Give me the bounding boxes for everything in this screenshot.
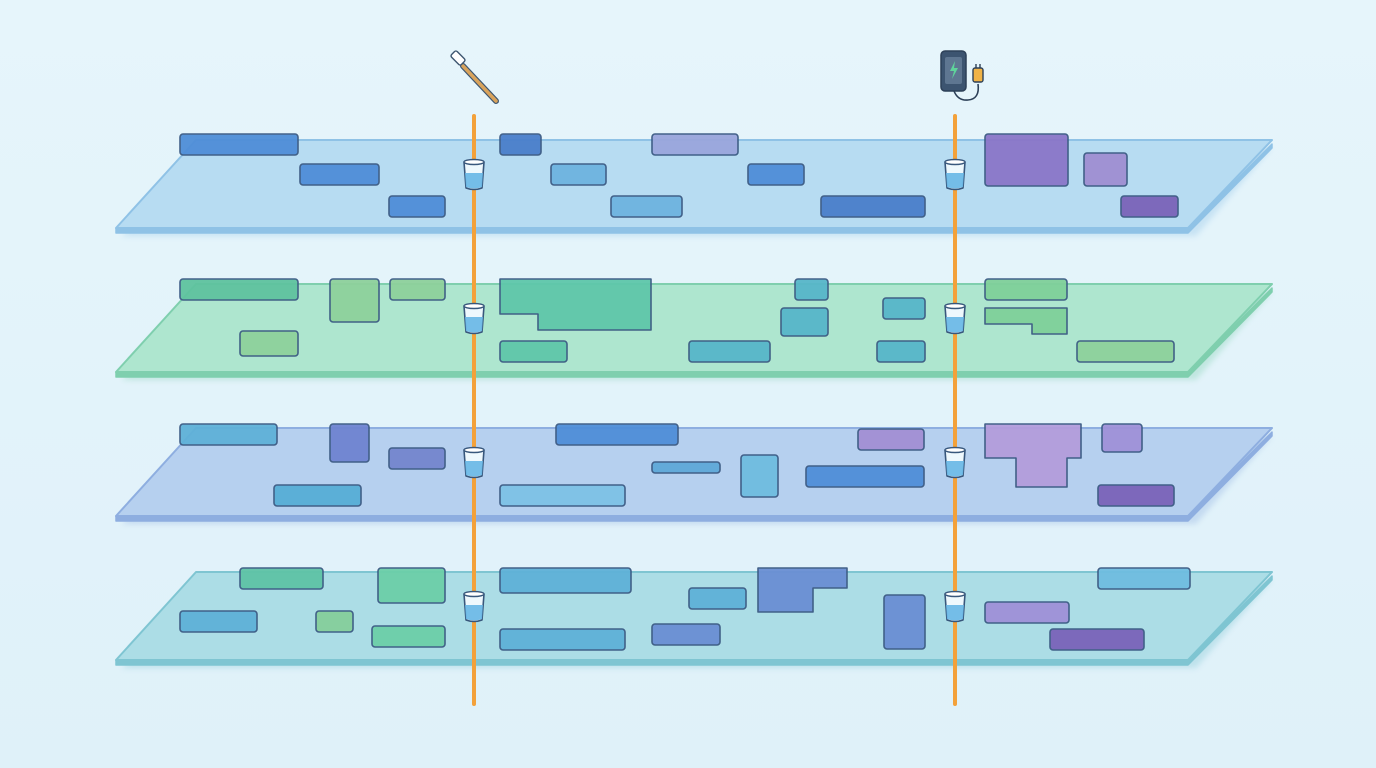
layer-block bbox=[329, 423, 370, 463]
layer-block bbox=[876, 340, 926, 363]
layer-block bbox=[371, 625, 446, 648]
layer-block bbox=[780, 307, 829, 337]
layer-block bbox=[651, 461, 721, 474]
layer-1 bbox=[115, 133, 1273, 236]
layer-block bbox=[329, 278, 380, 323]
layer-block bbox=[273, 484, 362, 507]
layer-block bbox=[239, 330, 299, 357]
water-cup-icon bbox=[944, 302, 966, 335]
water-cup-icon bbox=[944, 158, 966, 191]
layer-block bbox=[1049, 628, 1145, 651]
layer-block bbox=[499, 628, 626, 651]
marker-icons bbox=[450, 50, 984, 104]
layer-2 bbox=[115, 278, 1273, 380]
layer-block bbox=[688, 587, 747, 610]
layer-block bbox=[499, 278, 652, 331]
layer-block bbox=[757, 567, 848, 613]
water-cup-icon bbox=[463, 446, 485, 479]
layer-block bbox=[610, 195, 683, 218]
layer-block bbox=[740, 454, 779, 498]
layer-block bbox=[179, 133, 299, 156]
layer-block bbox=[651, 623, 721, 646]
layer-block bbox=[179, 278, 299, 301]
layer-block bbox=[315, 610, 354, 633]
cups bbox=[463, 158, 966, 623]
layer-block bbox=[389, 278, 446, 301]
water-cup-icon bbox=[463, 590, 485, 623]
layer-block bbox=[377, 567, 446, 604]
layer-block bbox=[1097, 484, 1175, 507]
water-cup-icon bbox=[944, 446, 966, 479]
layer-block bbox=[984, 278, 1068, 301]
layer-block bbox=[239, 567, 324, 590]
layer-block bbox=[499, 567, 632, 594]
layer-block bbox=[984, 133, 1069, 187]
layer-block bbox=[179, 423, 278, 446]
layer-block bbox=[388, 447, 446, 470]
layer-block bbox=[882, 297, 926, 320]
layer-block bbox=[651, 133, 739, 156]
layer-block bbox=[499, 133, 542, 156]
layer-4 bbox=[115, 567, 1273, 668]
layer-block bbox=[499, 340, 568, 363]
layers bbox=[115, 133, 1273, 668]
layer-block bbox=[299, 163, 380, 186]
layer-block bbox=[794, 278, 829, 301]
layer-block bbox=[499, 484, 626, 507]
layer-block bbox=[1120, 195, 1179, 218]
water-cup-icon bbox=[463, 302, 485, 335]
layer-block bbox=[857, 428, 925, 451]
layer-3 bbox=[115, 423, 1273, 524]
layer-block bbox=[1083, 152, 1128, 187]
layer-block bbox=[820, 195, 926, 218]
layer-block bbox=[984, 423, 1082, 488]
layer-block bbox=[388, 195, 446, 218]
layer-block bbox=[805, 465, 925, 488]
layer-block bbox=[1097, 567, 1191, 590]
toothbrush-icon bbox=[450, 50, 499, 104]
layer-block bbox=[984, 307, 1068, 335]
layer-block bbox=[984, 601, 1070, 624]
phone-charger-icon bbox=[940, 50, 984, 101]
layer-block bbox=[688, 340, 771, 363]
layer-block bbox=[1101, 423, 1143, 453]
layer-block bbox=[179, 610, 258, 633]
layer-block bbox=[747, 163, 805, 186]
layer-block bbox=[1076, 340, 1175, 363]
layer-block bbox=[883, 594, 926, 650]
layer-surface bbox=[115, 283, 1273, 373]
water-cup-icon bbox=[944, 590, 966, 623]
water-cup-icon bbox=[463, 158, 485, 191]
layer-block bbox=[550, 163, 607, 186]
layer-block bbox=[555, 423, 679, 446]
